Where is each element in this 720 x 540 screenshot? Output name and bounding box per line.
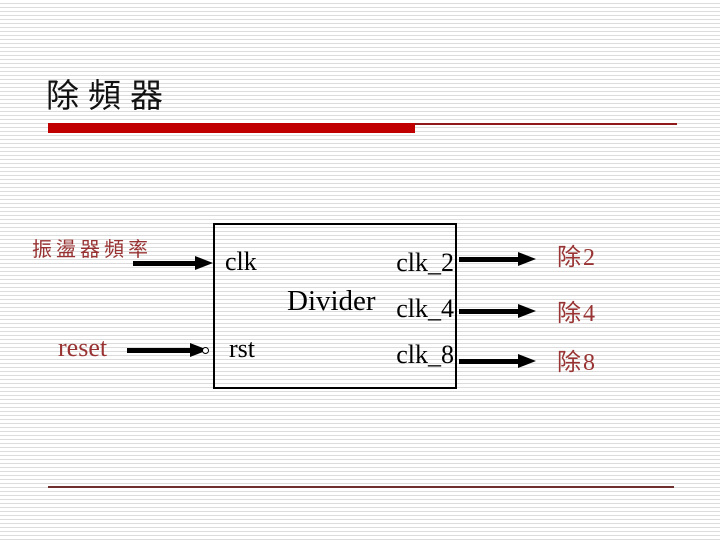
clk-8-output-arrow (459, 354, 536, 368)
divider-block-box (213, 223, 457, 389)
block-label-divider: Divider (287, 285, 376, 317)
title-underline-thin-line (415, 123, 677, 125)
port-label-clk-8: clk_8 (396, 340, 454, 369)
output-label-divide-by-4: 除4 (557, 301, 597, 327)
arrow-head-icon (518, 252, 536, 266)
reset-input-arrow (127, 343, 208, 357)
title-underline-bar (48, 123, 415, 133)
output-label-divide-by-8: 除8 (557, 350, 597, 376)
port-label-clk-4: clk_4 (396, 294, 454, 323)
arrow-shaft (127, 347, 192, 353)
active-low-bubble-icon (202, 347, 209, 354)
clk-input-arrow (133, 256, 213, 270)
output-label-divide-by-2: 除2 (557, 245, 597, 271)
footer-rule (48, 486, 674, 488)
arrow-shaft (133, 260, 197, 266)
arrow-head-icon (518, 354, 536, 368)
port-label-rst: rst (229, 334, 255, 363)
input-label-reset: reset (58, 333, 108, 362)
clk-2-output-arrow (459, 252, 536, 266)
input-label-oscillator-frequency: 振盪器頻率 (32, 239, 152, 261)
arrow-shaft (459, 308, 520, 314)
page-title: 除頻器 (46, 79, 172, 115)
clk-4-output-arrow (459, 304, 536, 318)
arrow-head-icon (195, 256, 213, 270)
port-label-clk: clk (225, 247, 257, 276)
arrow-shaft (459, 256, 520, 262)
arrow-head-icon (518, 304, 536, 318)
arrow-shaft (459, 358, 520, 364)
port-label-clk-2: clk_2 (396, 248, 454, 277)
